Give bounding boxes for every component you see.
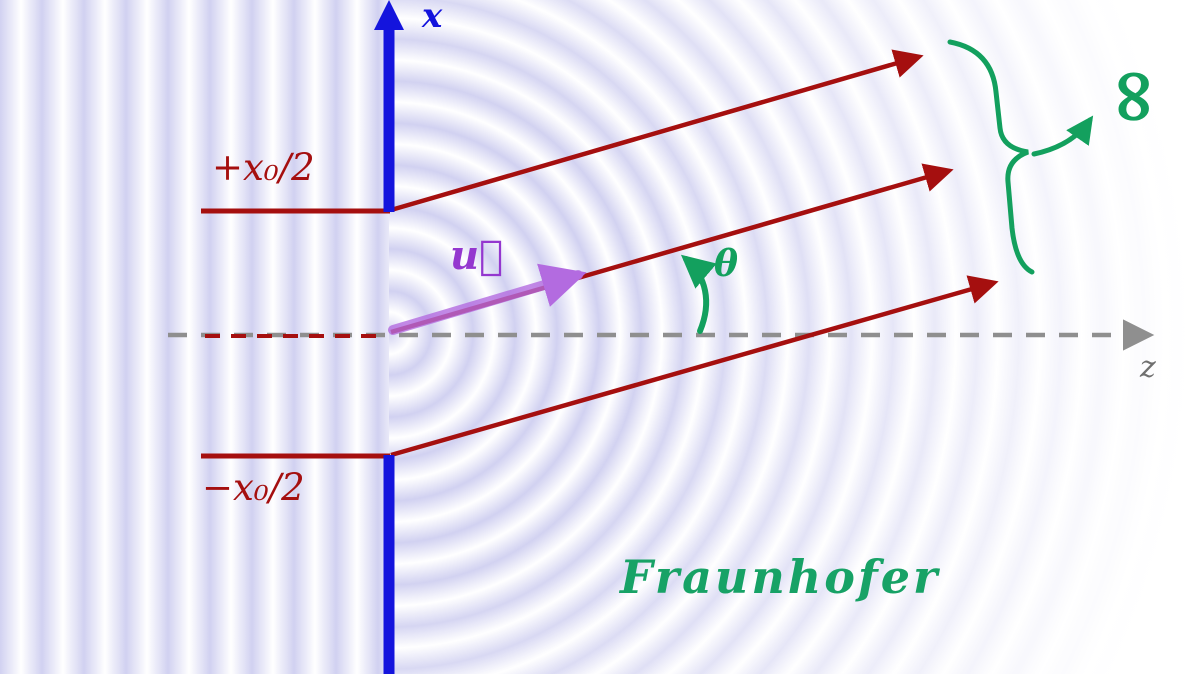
wave-vector-label: u⃗ <box>450 232 504 279</box>
z-axis-label: z <box>1140 350 1156 385</box>
infinity-glyph: ∞ <box>1093 64 1183 129</box>
curly-brace <box>947 39 1035 275</box>
infinity-symbol: ∞ <box>1093 52 1182 141</box>
brace-to-infinity-arrow <box>1031 115 1094 157</box>
x-axis-arrowhead <box>374 0 404 30</box>
green-annotations <box>680 39 1094 334</box>
fraunhofer-caption: Fraunhofer <box>620 550 941 604</box>
wave-vector-arrow <box>388 263 587 335</box>
theta-label: θ <box>714 243 739 285</box>
ray-group <box>201 49 999 459</box>
x-axis-group <box>374 0 404 674</box>
diffracted-ray-top <box>390 49 924 213</box>
slit-top-label: +x₀/2 <box>212 146 315 189</box>
theta-angle-arc <box>680 254 717 334</box>
diffracted-ray-bottom <box>390 275 999 458</box>
incident-plane-waves <box>0 0 389 674</box>
slit-bottom-label: −x₀/2 <box>202 466 305 509</box>
x-axis-label: x <box>422 0 443 36</box>
